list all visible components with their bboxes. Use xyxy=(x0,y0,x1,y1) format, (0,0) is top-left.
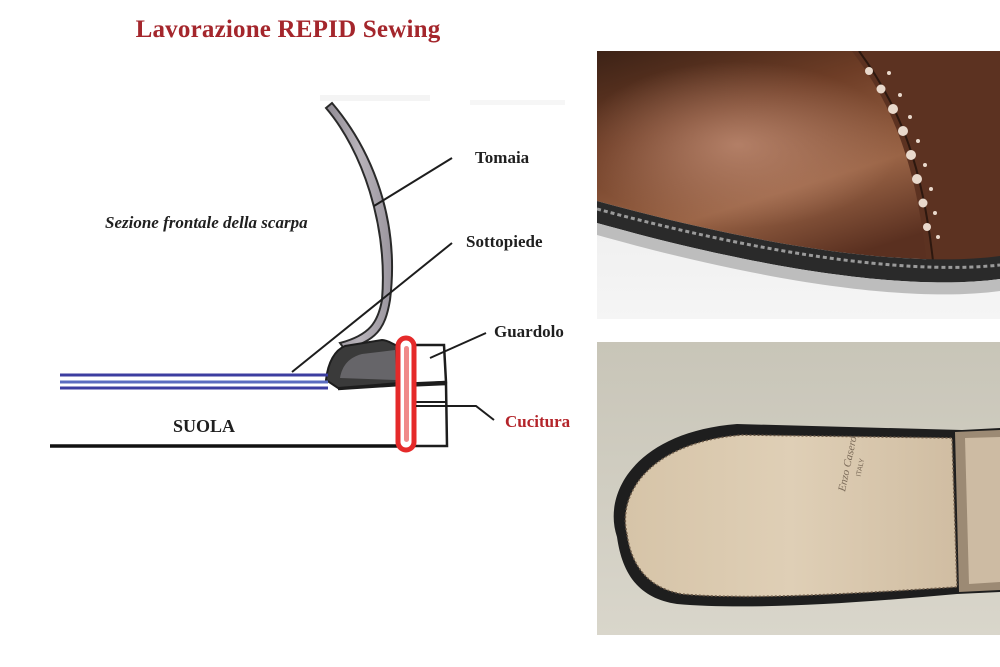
background-smudge xyxy=(470,100,565,105)
photo-upper-closeup xyxy=(597,51,1000,319)
leader-line-tomaia xyxy=(373,157,453,207)
section-caption: Sezione frontale della scarpa xyxy=(105,213,308,232)
upper-tomaia-shape xyxy=(324,101,394,352)
label-cucitura: Cucitura xyxy=(505,412,571,431)
label-guardolo: Guardolo xyxy=(494,322,564,341)
upper-closeup-image xyxy=(597,51,1000,319)
label-tomaia: Tomaia xyxy=(475,148,530,167)
label-sottopiede: Sottopiede xyxy=(466,232,543,251)
leader-line-cucitura xyxy=(416,405,495,421)
stitch-inner xyxy=(404,346,409,442)
shoe-section-diagram: Sezione frontale della scarpa Tomaia Sot… xyxy=(50,95,571,453)
brogue-perforations xyxy=(865,67,940,239)
sole-underside-image: Enzo Casero ITALY xyxy=(597,342,1000,635)
welt-base-line xyxy=(337,380,447,391)
background-smudge xyxy=(320,95,430,101)
leader-line-guardolo xyxy=(429,332,487,359)
insole-corner-highlight xyxy=(340,350,396,380)
photo-sole-underside: Enzo Casero ITALY xyxy=(597,342,1000,635)
svg-text:ITALY: ITALY xyxy=(856,458,867,478)
page-title: Lavorazione REPID Sewing xyxy=(135,16,441,43)
label-suola: SUOLA xyxy=(173,416,235,436)
leader-line-sottopiede xyxy=(291,242,453,373)
